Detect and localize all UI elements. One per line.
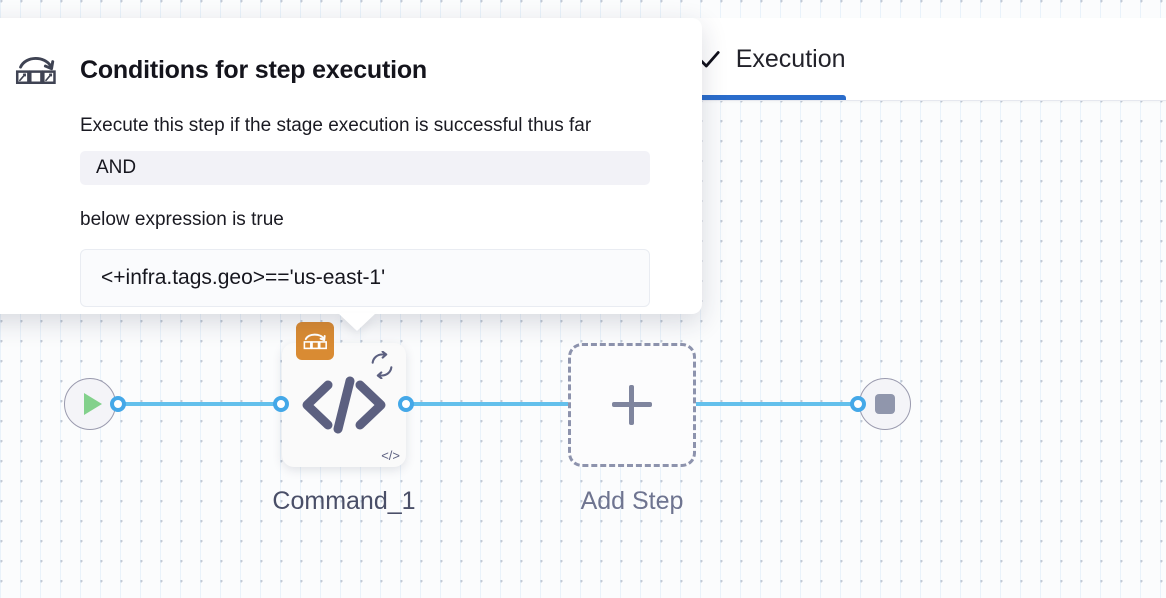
popover-body: Execute this step if the stage execution… bbox=[14, 115, 650, 307]
retry-loop-icon bbox=[364, 347, 400, 383]
conditional-execution-badge-icon[interactable] bbox=[296, 322, 334, 360]
code-icon bbox=[282, 343, 406, 467]
popover-header: Conditions for step execution bbox=[14, 50, 650, 90]
condition-label: below expression is true bbox=[80, 209, 284, 230]
port-end-in[interactable] bbox=[850, 396, 866, 412]
edge-command-to-addstep bbox=[395, 402, 680, 406]
edge-start-to-command bbox=[108, 402, 298, 406]
conditional-execution-popover: Conditions for step execution Execute th… bbox=[0, 18, 702, 331]
port-start-out[interactable] bbox=[110, 396, 126, 412]
popover-title: Conditions for step execution bbox=[80, 55, 427, 84]
port-command-in[interactable] bbox=[273, 396, 289, 412]
tab-active-underline bbox=[695, 95, 846, 100]
step-node-label: Command_1 bbox=[272, 487, 416, 515]
operator-select[interactable]: AND bbox=[80, 151, 650, 185]
add-step-button[interactable] bbox=[568, 343, 696, 467]
stop-icon bbox=[875, 394, 895, 414]
expression-input[interactable]: <+infra.tags.geo>=='us-east-1' bbox=[80, 249, 650, 307]
port-command-out[interactable] bbox=[398, 396, 414, 412]
edge-addstep-to-end bbox=[685, 402, 870, 406]
code-mini-icon: </> bbox=[381, 448, 400, 463]
add-step-label[interactable]: Add Step bbox=[580, 487, 684, 515]
play-icon bbox=[83, 393, 102, 415]
start-node[interactable] bbox=[64, 378, 116, 430]
end-node[interactable] bbox=[859, 378, 911, 430]
plus-icon bbox=[612, 385, 652, 425]
step-node-command[interactable]: </> bbox=[282, 322, 406, 467]
popover-tail bbox=[338, 313, 376, 331]
conditional-execution-icon bbox=[14, 50, 58, 90]
tab-execution-label: Execution bbox=[735, 44, 846, 73]
popover-description: Execute this step if the stage execution… bbox=[80, 115, 592, 136]
